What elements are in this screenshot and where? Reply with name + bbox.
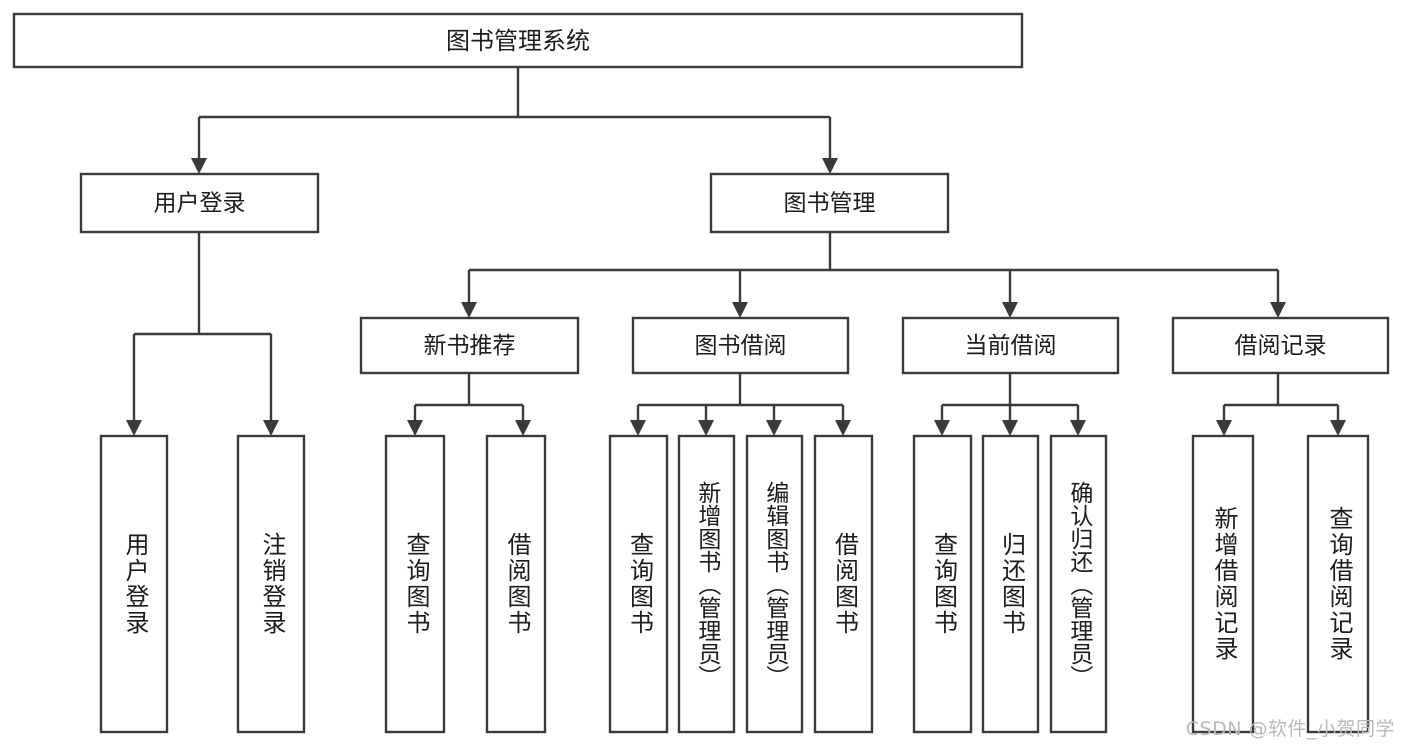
arrow-head-leaf-current-borrow-0 [934, 420, 950, 436]
user-login-box[interactable] [79, 172, 320, 234]
arrow-head-leaf-book-borrow-2 [766, 420, 782, 436]
book-borrow-label: 图书借阅 [695, 333, 787, 359]
connector-group-new-book-leaves [407, 373, 531, 436]
leaf-box-borrow-records-0[interactable] [1191, 434, 1255, 734]
node-current-borrow[interactable]: 当前借阅 [901, 316, 1120, 375]
arrow-head-leaf-borrow-records-1 [1330, 420, 1346, 436]
connector-group-book-manage [461, 232, 1286, 318]
leaf-box-user-login-1[interactable] [236, 434, 306, 734]
borrow-records-box[interactable] [1171, 316, 1390, 375]
arrow-head-new-book [461, 302, 477, 318]
leaf-box-new-book-1[interactable] [485, 434, 547, 734]
leaf-box-current-borrow-2[interactable] [1049, 434, 1108, 734]
arrow-head-leaf-book-borrow-0 [630, 420, 646, 436]
node-new-book-recommend[interactable]: 新书推荐 [359, 316, 580, 375]
arrow-head-user-login [191, 158, 207, 174]
borrow-records-label: 借阅记录 [1235, 333, 1327, 359]
arrow-head-leaf-book-borrow-3 [835, 420, 851, 436]
arrow-head-leaf-new-book-1 [515, 420, 531, 436]
arrow-head-borrow-records [1270, 302, 1286, 318]
arrow-head-book-manage [822, 158, 838, 174]
arrow-head-leaf-user-login-1 [263, 420, 279, 436]
node-root[interactable]: 图书管理系统 [12, 12, 1024, 69]
new-book-recommend-label: 新书推荐 [424, 333, 516, 359]
book-manage-box[interactable] [709, 172, 950, 234]
node-book-borrow[interactable]: 图书借阅 [631, 316, 850, 375]
leaf-box-current-borrow-0[interactable] [912, 434, 973, 734]
leaf-box-book-borrow-3[interactable] [813, 434, 874, 734]
arrow-head-leaf-user-login-0 [126, 420, 142, 436]
arrow-head-current-borrow [1002, 302, 1018, 318]
watermark-text: CSDN @软件_小贺同学 [1185, 718, 1395, 740]
user-login-label: 用户登录 [154, 191, 246, 217]
book-borrow-box[interactable] [631, 316, 850, 375]
book-manage-label: 图书管理 [784, 191, 876, 217]
connector-group-root [191, 67, 838, 174]
arrow-head-leaf-book-borrow-1 [698, 420, 714, 436]
connector-group-current-borrow-leaves [934, 373, 1086, 436]
arrow-head-leaf-borrow-records-0 [1216, 420, 1232, 436]
node-borrow-records[interactable]: 借阅记录 [1171, 316, 1390, 375]
new-book-recommend-box[interactable] [359, 316, 580, 375]
node-book-manage[interactable]: 图书管理 [709, 172, 950, 234]
arrow-head-leaf-new-book-0 [407, 420, 423, 436]
arrow-head-book-borrow [732, 302, 748, 318]
leaf-box-book-borrow-0[interactable] [608, 434, 669, 734]
connector-group-book-borrow-leaves [630, 373, 851, 436]
leaf-box-book-borrow-1[interactable] [677, 434, 736, 734]
leaf-box-book-borrow-2[interactable] [745, 434, 804, 734]
leaf-box-current-borrow-1[interactable] [981, 434, 1040, 734]
node-user-login[interactable]: 用户登录 [79, 172, 320, 234]
connector-group-borrow-records-leaves [1216, 373, 1346, 436]
root-box[interactable] [12, 12, 1024, 69]
current-borrow-label: 当前借阅 [965, 333, 1057, 359]
arrow-head-leaf-current-borrow-2 [1070, 420, 1086, 436]
leaf-box-user-login-0[interactable] [99, 434, 169, 734]
current-borrow-box[interactable] [901, 316, 1120, 375]
arrow-head-leaf-current-borrow-1 [1002, 420, 1018, 436]
leaf-box-borrow-records-1[interactable] [1306, 434, 1370, 734]
root-label: 图书管理系统 [446, 27, 590, 55]
leaf-box-new-book-0[interactable] [384, 434, 446, 734]
connector-group-user-login-leaves [126, 232, 279, 436]
